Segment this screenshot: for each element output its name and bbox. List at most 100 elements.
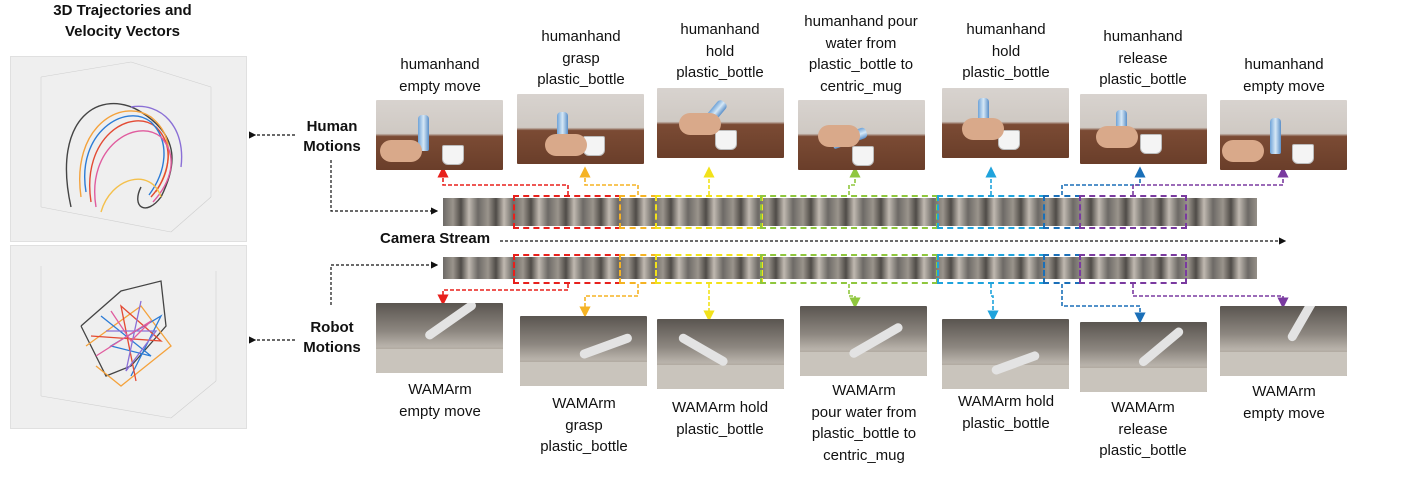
robot-frame-4	[800, 306, 927, 376]
caption-line: plastic_bottle	[962, 64, 1050, 81]
human-trajectory-plot	[10, 56, 247, 242]
hand-shape	[1096, 126, 1138, 148]
segment-box-robot-7	[1079, 254, 1187, 284]
caption-line: plastic_bottle to	[811, 425, 917, 442]
caption-line: WAMArm hold	[671, 399, 769, 416]
caption-line: plastic_bottle	[962, 414, 1050, 432]
human-frame-2	[517, 94, 644, 164]
caption-line: plastic_bottle	[676, 420, 764, 438]
table-shape	[1080, 368, 1207, 392]
robot-caption-2: WAMArm grasp plastic_bottle	[514, 393, 654, 458]
label-to-plot-arrows	[249, 131, 295, 344]
robot-arm-shape	[578, 332, 634, 360]
hand-shape	[679, 113, 721, 135]
human-label-line1: Human	[306, 118, 358, 135]
human-caption-2: humanhand grasp plastic_bottle	[511, 26, 651, 91]
robot-frame-5	[942, 319, 1069, 389]
caption-line: release	[1118, 420, 1168, 438]
camera-stream-label: Camera Stream	[380, 230, 491, 247]
human-frame-3	[657, 88, 784, 158]
human-frame-5	[942, 88, 1069, 158]
caption-line: humanhand pour	[804, 13, 918, 30]
robot-arm-shape	[1137, 325, 1186, 368]
bottle-shape	[1270, 118, 1281, 154]
caption-line: plastic_bottle	[1099, 442, 1187, 459]
caption-line: humanhand	[400, 56, 480, 73]
robot-arm-shape	[677, 332, 730, 368]
table-shape	[376, 349, 503, 373]
caption-line: empty move	[1243, 77, 1325, 95]
caption-line: grasp	[565, 416, 603, 434]
caption-line: humanhand	[1103, 28, 1183, 45]
bottle-shape	[978, 98, 989, 134]
table-shape	[657, 365, 784, 389]
caption-line: humanhand	[541, 28, 621, 45]
mug-shape	[1140, 134, 1162, 154]
robot-camera-strip	[443, 257, 1257, 279]
caption-line: water from	[825, 34, 897, 52]
caption-line: release	[1118, 49, 1168, 67]
caption-line: plastic_bottle	[540, 438, 628, 455]
robot-caption-1: WAMArm empty move	[370, 379, 510, 422]
robot-label-line1: Robot	[310, 319, 354, 336]
mug-shape	[852, 146, 874, 166]
robot-label-line2: Motions	[303, 339, 361, 356]
robot-frame-7	[1220, 306, 1347, 376]
robot-caption-7: WAMArm empty move	[1214, 381, 1354, 424]
human-frame-6	[1080, 94, 1207, 164]
human-caption-4: humanhand pour water from plastic_bottle…	[791, 11, 931, 97]
human-frame-1	[376, 100, 503, 170]
robot-frame-6	[1080, 322, 1207, 392]
caption-line: centric_mug	[823, 446, 905, 464]
human-trajectory-svg	[40, 61, 212, 233]
caption-line: pour water from	[811, 403, 917, 421]
caption-line: WAMArm	[832, 382, 896, 399]
robot-frame-3	[657, 319, 784, 389]
table-shape	[520, 362, 647, 386]
robot-trajectory-svg	[40, 266, 217, 419]
hand-shape	[1222, 140, 1264, 162]
hand-shape	[545, 134, 587, 156]
bottle-shape	[418, 115, 429, 151]
segment-box-human-7	[1079, 195, 1187, 229]
trajectory-panel-title: 3D Trajectories and Velocity Vectors	[0, 0, 245, 42]
robot-trajectory-plot	[10, 245, 247, 429]
robot-caption-5: WAMArm hold plastic_bottle	[936, 391, 1076, 434]
caption-line: humanhand	[680, 21, 760, 38]
human-caption-7: humanhand empty move	[1214, 54, 1354, 97]
caption-line: humanhand	[966, 21, 1046, 38]
caption-line: plastic_bottle	[676, 64, 764, 81]
human-caption-6: humanhand release plastic_bottle	[1073, 26, 1213, 91]
human-motions-label: Human Motions	[292, 117, 372, 157]
robot-arm-shape	[423, 303, 478, 342]
robot-caption-4: WAMArm pour water from plastic_bottle to…	[794, 380, 934, 466]
table-shape	[1220, 352, 1347, 376]
caption-line: centric_mug	[820, 77, 902, 95]
caption-line: WAMArm hold	[957, 393, 1055, 410]
robot-frame-1	[376, 303, 503, 373]
caption-line: plastic_bottle	[537, 71, 625, 88]
table-shape	[800, 352, 927, 376]
robot-caption-6: WAMArm release plastic_bottle	[1073, 397, 1213, 462]
caption-line: grasp	[562, 49, 600, 67]
caption-line: plastic_bottle to	[808, 56, 914, 73]
stream-connectors	[330, 160, 1287, 305]
caption-line: humanhand	[1244, 56, 1324, 73]
human-caption-1: humanhand empty move	[370, 54, 510, 97]
caption-line: WAMArm	[408, 381, 472, 398]
segment-box-human-3	[655, 195, 763, 229]
caption-line: empty move	[399, 402, 481, 420]
robot-caption-3: WAMArm hold plastic_bottle	[650, 397, 790, 440]
caption-line: empty move	[399, 77, 481, 95]
trajectory-title-line2: Velocity Vectors	[64, 23, 181, 40]
hand-shape	[818, 125, 860, 147]
caption-line: hold	[991, 42, 1021, 60]
mug-shape	[998, 130, 1020, 150]
segment-box-robot-3	[655, 254, 763, 284]
human-caption-3: humanhand hold plastic_bottle	[650, 19, 790, 84]
caption-line: WAMArm	[1252, 383, 1316, 400]
caption-line: WAMArm	[552, 395, 616, 412]
robot-motions-label: Robot Motions	[292, 318, 372, 358]
robot-frame-2	[520, 316, 647, 386]
